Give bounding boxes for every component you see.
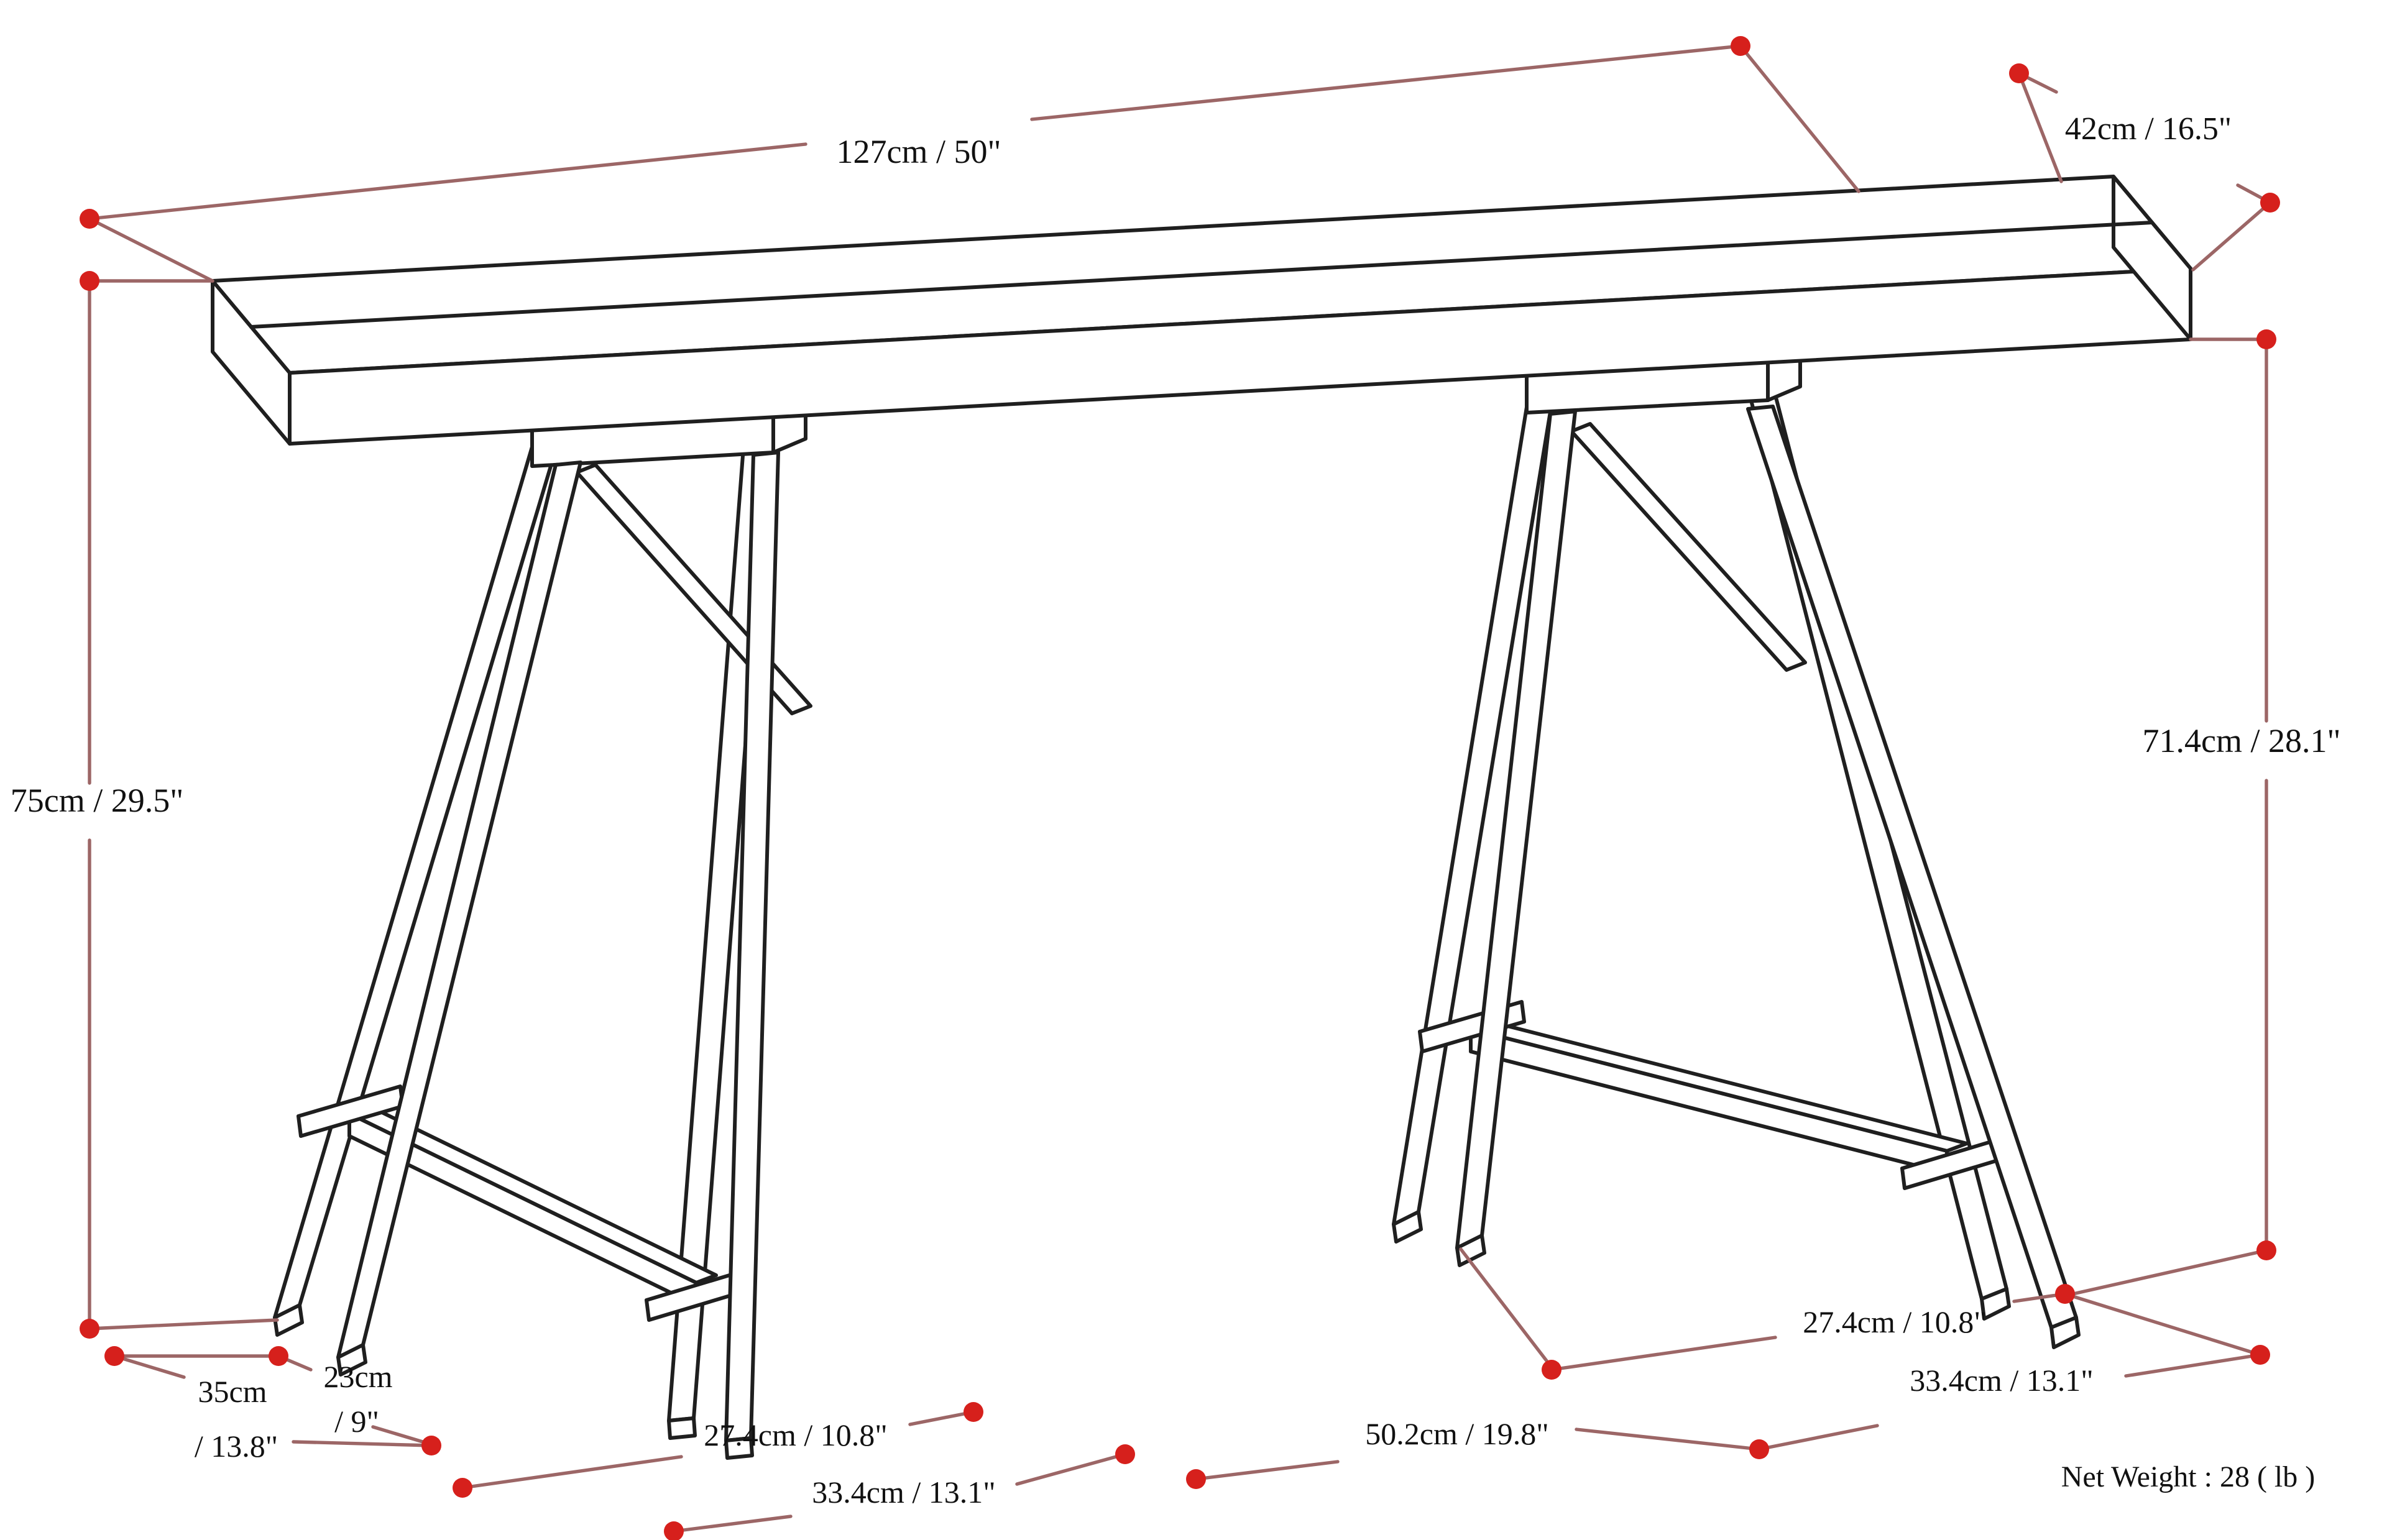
dimension-endpoint-dot xyxy=(1115,1444,1135,1464)
dim-label-left-trestle-foot-span: 33.4cm / 13.1" xyxy=(812,1475,995,1510)
dim-label-trestle-height: 71.4cm / 28.1" xyxy=(2142,722,2340,759)
dimension-endpoint-dot xyxy=(104,1346,124,1366)
left-trestle-back-left-foot xyxy=(273,1303,304,1337)
right-trestle-back-right-foot xyxy=(1980,1287,2011,1321)
left-trestle-front-right-foot xyxy=(724,1436,754,1460)
dim-label-right-trestle-top-span: 27.4cm / 10.8" xyxy=(1803,1304,1986,1339)
dimension-endpoint-dot xyxy=(2256,329,2276,349)
dimension-labels: 127cm / 50" 42cm / 16.5" 75cm / 29.5" 71… xyxy=(11,111,2341,1510)
dim-label-tabletop-length: 127cm / 50" xyxy=(836,133,1001,170)
dimension-endpoint-dot xyxy=(2256,1240,2276,1260)
dim-label-left-foot-spread-line1: 35cm xyxy=(198,1374,267,1409)
dim-label-left-foot-spread-line2: / 13.8" xyxy=(195,1429,278,1464)
tabletop-plank-seam xyxy=(249,221,2154,329)
dimension-endpoint-dots xyxy=(80,36,2280,1540)
dimension-endpoint-dot xyxy=(2055,1284,2075,1304)
dimension-endpoint-dot xyxy=(2260,193,2280,213)
left-trestle-front-left-foot xyxy=(336,1343,367,1377)
net-weight-label: Net Weight : 28 ( lb ) xyxy=(2061,1460,2316,1493)
dim-label-left-leg-gap-line1: 23cm xyxy=(323,1359,392,1394)
dimension-endpoint-dot xyxy=(80,271,99,291)
dimension-endpoint-dot xyxy=(453,1478,472,1498)
right-trestle-crossbar-front xyxy=(1469,1027,1949,1175)
dim-label-right-trestle-foot-span: 33.4cm / 13.1" xyxy=(1910,1363,2093,1398)
dim-label-left-leg-gap-line2: / 9" xyxy=(334,1404,379,1439)
dim-label-tabletop-depth: 42cm / 16.5" xyxy=(2065,111,2232,147)
dim-label-trestle-gap: 50.2cm / 19.8" xyxy=(1365,1416,1548,1451)
right-trestle-back-left-foot xyxy=(1392,1210,1423,1244)
left-trestle xyxy=(273,398,812,1460)
dimension-endpoint-dot xyxy=(421,1436,441,1455)
dimension-endpoint-dot xyxy=(1749,1439,1769,1459)
right-trestle-front-right-leg xyxy=(1746,405,2078,1329)
dimension-endpoint-dot xyxy=(1731,36,1750,56)
dimension-endpoint-dot xyxy=(964,1402,983,1422)
left-trestle-back-right-foot xyxy=(667,1416,697,1440)
dimension-endpoint-dot xyxy=(80,1319,99,1339)
dimension-endpoint-dot xyxy=(269,1346,288,1366)
tabletop xyxy=(211,175,2192,446)
dimension-endpoint-dot xyxy=(2250,1345,2270,1365)
dimension-endpoint-dot xyxy=(1186,1469,1206,1489)
dimension-endpoint-dot xyxy=(664,1521,684,1540)
dimension-endpoint-dot xyxy=(80,209,99,229)
right-trestle xyxy=(1392,346,2081,1349)
right-trestle-crossbar-top xyxy=(1469,1020,1969,1153)
dim-label-overall-height: 75cm / 29.5" xyxy=(11,782,184,819)
right-trestle-front-left-foot xyxy=(1455,1234,1486,1267)
right-trestle-front-right-foot xyxy=(2049,1316,2081,1349)
dimension-endpoint-dot xyxy=(2009,63,2029,83)
dimension-endpoint-dot xyxy=(1542,1360,1561,1380)
dim-label-left-trestle-top-span: 27.4cm / 10.8" xyxy=(704,1418,887,1452)
right-trestle-diagonal-brace xyxy=(1570,422,1807,672)
